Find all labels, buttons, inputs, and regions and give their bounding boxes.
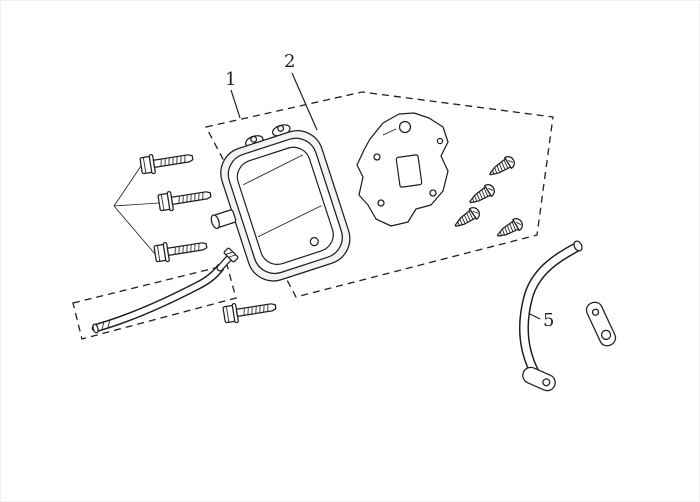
tapping-screw-4 <box>494 215 526 242</box>
breather-pipe <box>519 240 583 392</box>
pipe-flange <box>522 366 556 392</box>
hose-joint-fitting <box>223 247 239 263</box>
hex-flange-bolt-2 <box>157 184 213 213</box>
joint-bracket <box>585 301 617 347</box>
cylinder-head-cover <box>210 124 351 282</box>
tapping-screw-2 <box>466 181 498 209</box>
breather-hose <box>91 247 239 334</box>
callout-5-label: 5 <box>543 310 554 331</box>
tapping-screw-1 <box>486 153 518 181</box>
hex-flange-bolt-4 <box>222 296 278 325</box>
tapping-screw-3 <box>451 204 483 232</box>
hex-flange-bolt-1 <box>139 147 195 176</box>
bolt-fan-leaders <box>113 165 160 255</box>
hex-flange-bolt-3 <box>153 235 209 264</box>
pipe-end-opening <box>573 240 583 252</box>
hose-outline-box <box>72 264 237 340</box>
main-assembly-outline <box>205 91 554 298</box>
callout-2-leader <box>291 72 318 131</box>
callout-2-label: 2 <box>284 51 295 72</box>
gasket-plate <box>356 112 449 227</box>
callout-1-leader <box>230 89 241 119</box>
callout-1-label: 1 <box>225 69 236 90</box>
